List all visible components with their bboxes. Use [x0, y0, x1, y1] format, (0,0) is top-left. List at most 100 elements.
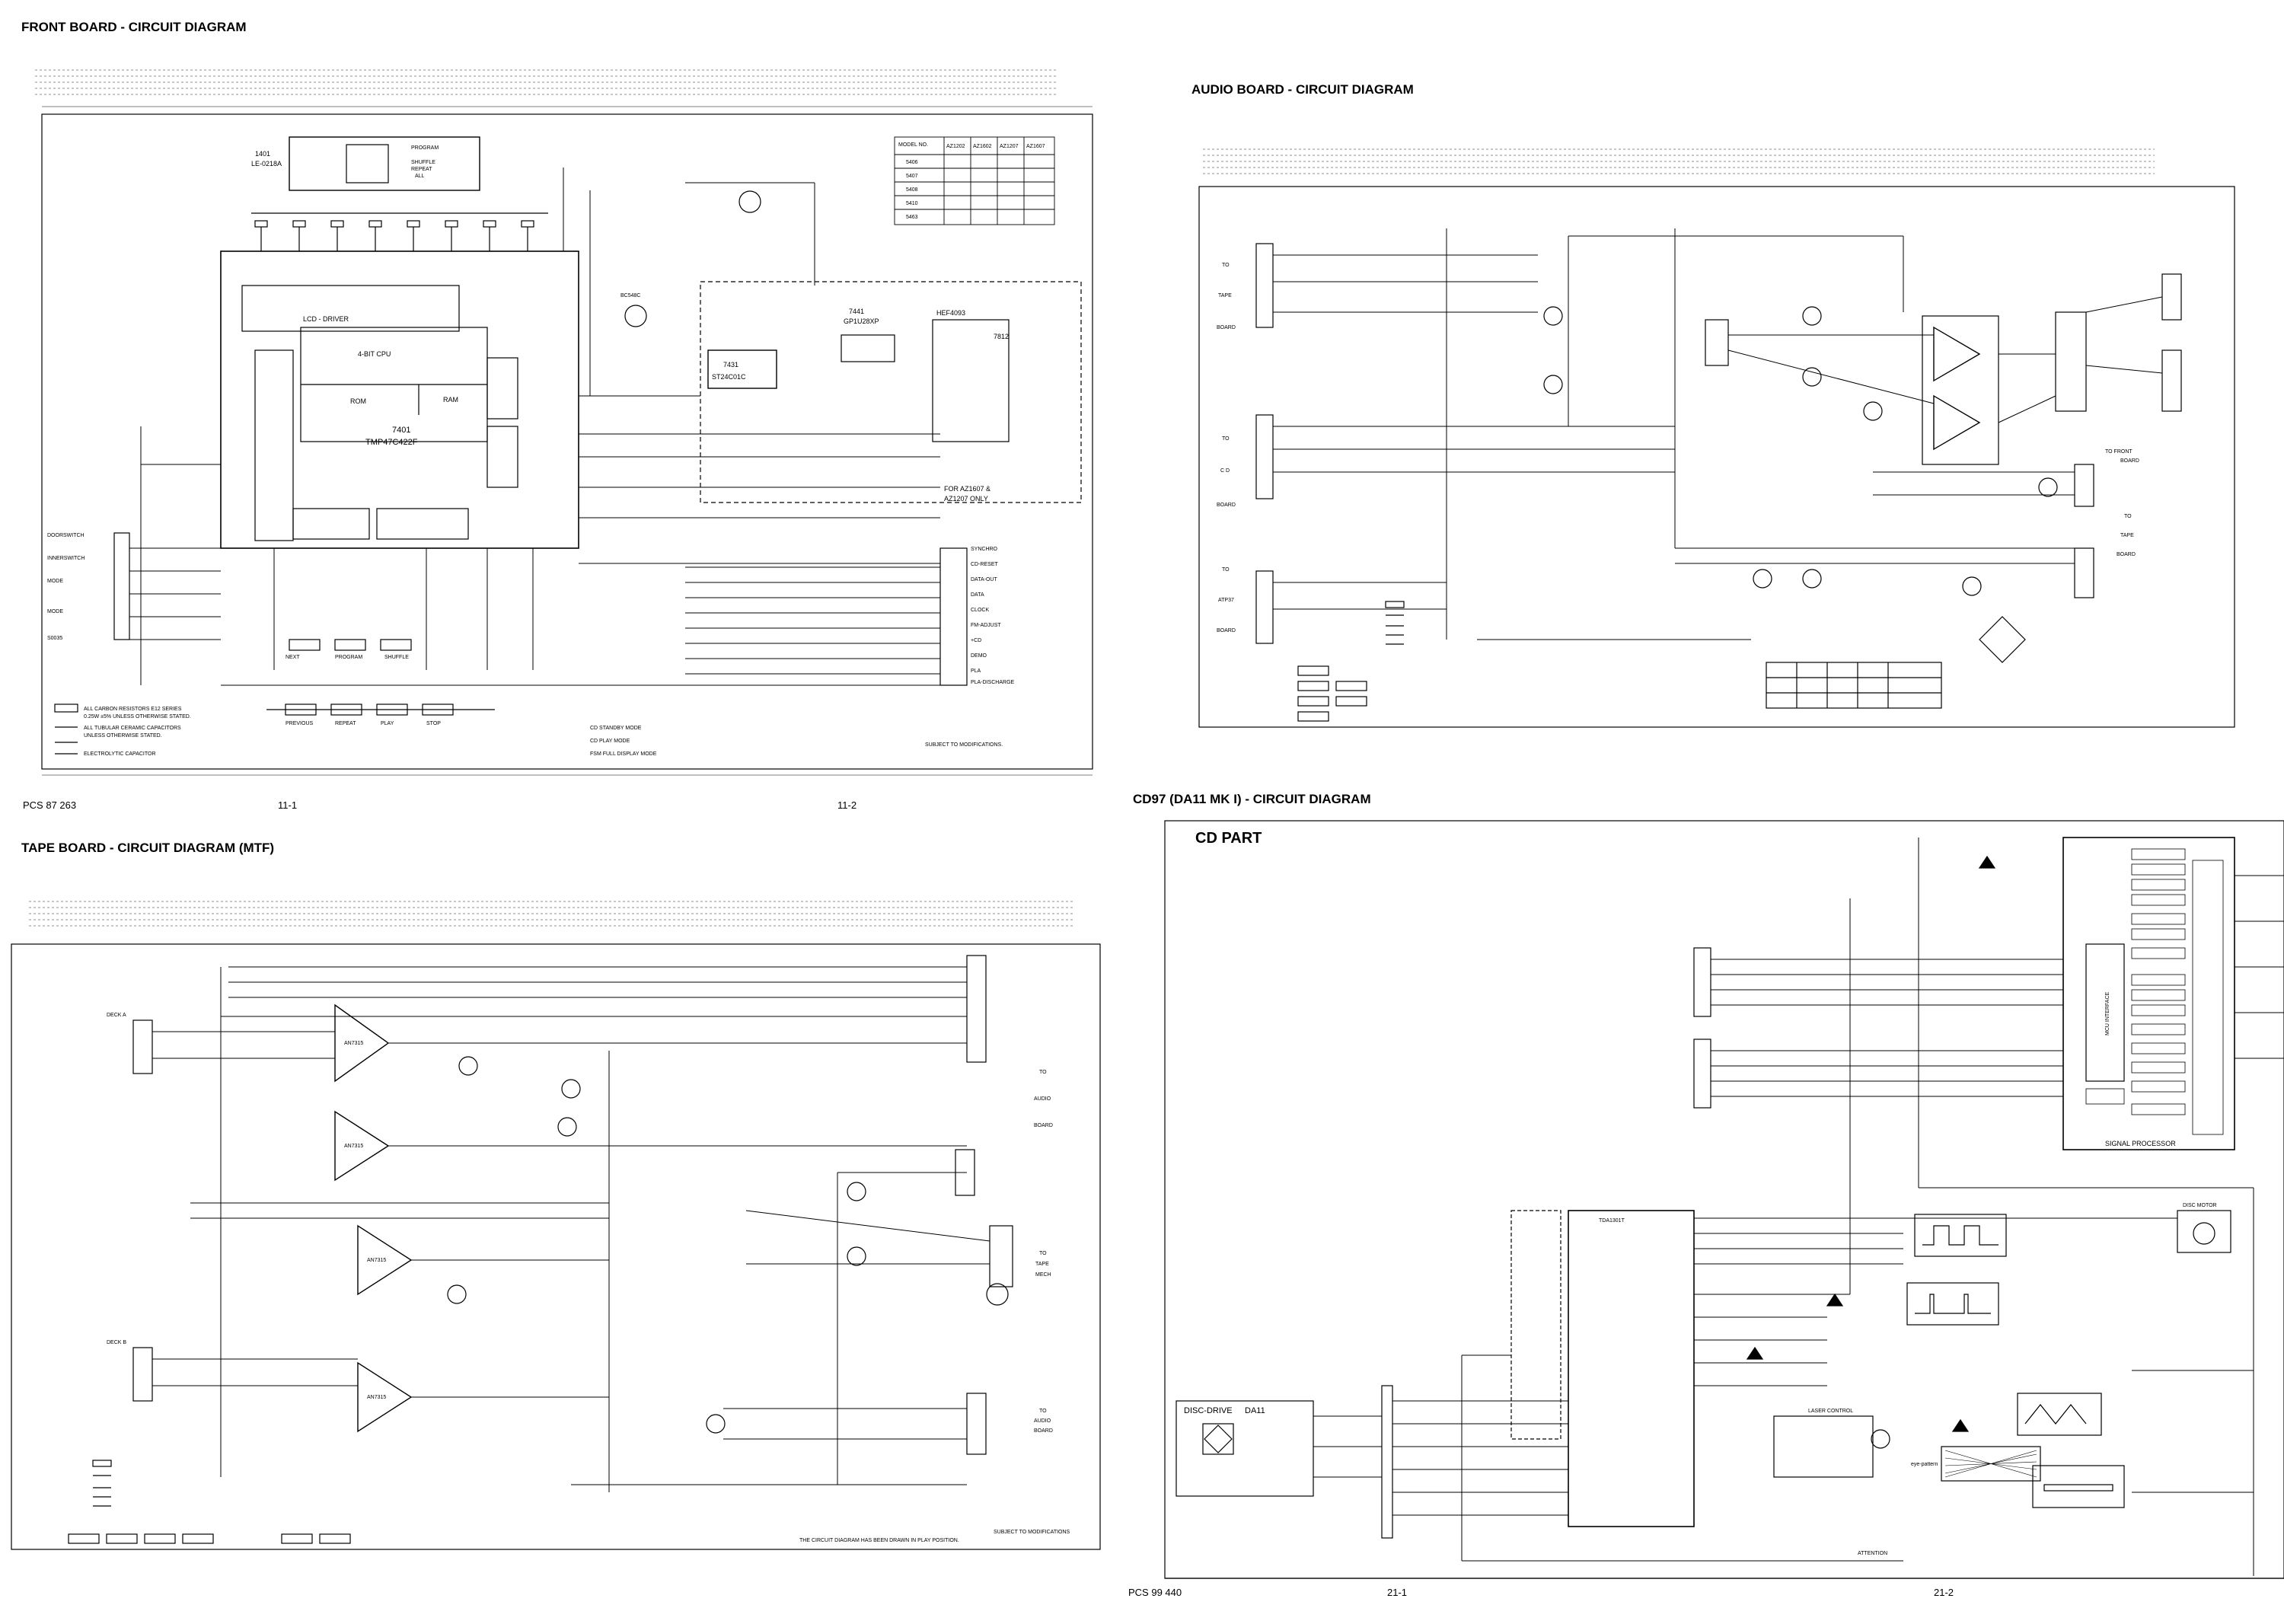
mt-h1: AZ1202: [946, 144, 965, 149]
waveform-box-4: [2032, 1465, 2125, 1508]
waveform-box-3: [2017, 1393, 2102, 1436]
front-note-1: ALL CARBON RESISTORS E12 SERIES: [84, 707, 182, 712]
transistor-7402-label: BC548C: [620, 293, 640, 298]
audio-switch-5522: [1705, 319, 1729, 366]
audio-board-diagram: [1198, 148, 2235, 728]
btn-previous: PREVIOUS: [286, 721, 314, 726]
mt-h4: AZ1607: [1026, 144, 1045, 149]
tape-deck-b: DECK B: [107, 1340, 126, 1345]
front-page-2: 11-2: [837, 799, 857, 811]
attention-label: ATTENTION: [1858, 1551, 1887, 1556]
btn-play: PLAY: [381, 721, 394, 726]
tape-r-to-3: TO: [1039, 1409, 1047, 1414]
cpu-type: TMP47C422F: [365, 438, 418, 447]
tape-mech-connector: [989, 1225, 1013, 1287]
tape-r-to-2: TO: [1039, 1251, 1047, 1256]
tape-ic-3: AN7315: [367, 1258, 386, 1263]
transistor-7402: [624, 305, 647, 327]
audio-left-board-2: BOARD: [1217, 503, 1236, 508]
front-note-4: UNLESS OTHERWISE STATED.: [84, 733, 162, 739]
audio-amp-2: [1933, 394, 1981, 451]
tape-ic-4: AN7315: [367, 1395, 386, 1400]
note-only: AZ1207 ONLY: [944, 495, 988, 503]
mt-r2: 5408: [906, 187, 918, 193]
lcd-driver-block: [241, 285, 460, 332]
audio-frame: [1198, 186, 2235, 728]
display-program: PROGRAM: [411, 145, 439, 151]
audio-left-to-3: TO: [1222, 567, 1230, 573]
cd-drawing-code: PCS 99 440: [1128, 1587, 1182, 1598]
front-top-resistors: [251, 212, 548, 251]
left-doorswitch: DOORSWITCH: [47, 533, 85, 538]
tape-opamp-3: [357, 1224, 413, 1296]
cpu-7401: [220, 250, 579, 549]
tape-deck-a: DECK A: [107, 1013, 126, 1018]
front-note-2: 0.25W ±5% UNLESS OTHERWISE STATED.: [84, 714, 191, 719]
tape-frame: [11, 943, 1101, 1550]
servo-ic-label: TDA1301T: [1599, 1218, 1625, 1224]
eeprom-part: 7431: [723, 361, 738, 369]
eeprom-type: ST24C01C: [712, 373, 746, 381]
conn-fm-adjust: FM-ADJUST: [971, 623, 1001, 628]
eye-pattern-label: eye-pattern: [1911, 1462, 1938, 1467]
rom-label: ROM: [350, 397, 366, 405]
tape-to-audio-connector-2: [966, 1393, 987, 1455]
audio-right-tofront: TO FRONT: [2105, 449, 2132, 455]
model-table: [894, 136, 1055, 225]
bottom-connector-1402: [939, 547, 968, 686]
tape-r-to-1: TO: [1039, 1070, 1047, 1075]
btn-repeat: REPEAT: [335, 721, 356, 726]
laser-control-block: [1773, 1415, 1874, 1478]
cpu-label: 4-BIT CPU: [358, 350, 391, 358]
audio-left-cd: C D: [1220, 468, 1230, 474]
disc-motor-block: [2177, 1210, 2231, 1253]
cd-left-connector-1: [1693, 947, 1711, 1017]
display-all: ALL: [415, 174, 425, 179]
conn-pla-discharge: PLA-DISCHARGE: [971, 680, 1015, 685]
conn-clock: CLOCK: [971, 608, 989, 613]
audio-left-tape: TAPE: [1218, 293, 1232, 298]
mcu-interface-label: MCU INTERFACE: [2105, 992, 2110, 1036]
eye-pattern-box: [1941, 1446, 2041, 1482]
conn-pla: PLA: [971, 668, 981, 674]
tape-r-tape: TAPE: [1035, 1262, 1049, 1267]
front-drawing-code: PCS 87 263: [23, 799, 77, 811]
audio-amp-1: [1933, 326, 1981, 382]
servo-ic-tda1301t: [1568, 1210, 1695, 1527]
lcd-display-1401: [289, 136, 480, 191]
front-page-1: 11-1: [278, 799, 298, 811]
front-button-row: [266, 639, 495, 716]
tape-opamp-1: [334, 1003, 390, 1083]
left-mode-1: MODE: [47, 579, 63, 584]
tape-note: THE CIRCUIT DIAGRAM HAS BEEN DRAWN IN PL…: [799, 1538, 959, 1543]
left-connector-1455: [113, 532, 130, 640]
tape-to-audio-connector: [966, 955, 987, 1063]
front-subject: SUBJECT TO MODIFICATIONS.: [925, 742, 1003, 748]
left-s0035: S0035: [47, 636, 62, 641]
cd97-title: CD97 (DA11 MK I) - CIRCUIT DIAGRAM: [1133, 792, 1371, 806]
conn-data: DATA: [971, 592, 984, 598]
front-parts-index: [35, 69, 1058, 95]
note-for: FOR AZ1607 &: [944, 485, 990, 493]
cpu-part: 7401: [392, 426, 410, 435]
display-shuffle: SHUFFLE: [411, 160, 435, 165]
mcu-interface-block: [2085, 943, 2125, 1082]
cd-page-1: 21-1: [1387, 1587, 1408, 1598]
audio-output-connector: [2055, 311, 2087, 412]
waveform-box-1: [1914, 1214, 2007, 1257]
audio-to-tape-connector: [1255, 243, 1274, 328]
btn-shuffle: SHUFFLE: [384, 655, 409, 660]
front-mode-1: CD STANDBY MODE: [590, 726, 642, 731]
audio-right-to: TO: [2124, 514, 2132, 519]
eeprom-7431: [707, 349, 777, 389]
mt-r3: 5410: [906, 201, 918, 206]
audio-right-board-2: BOARD: [2117, 552, 2136, 557]
front-note-3: ALL TUBULAR CERAMIC CAPACITORS: [84, 726, 181, 731]
ir-part: 7441: [849, 308, 864, 315]
tape-ic-2: AN7315: [344, 1144, 363, 1149]
left-innerswitch: INNERSWITCH: [47, 556, 85, 561]
front-board-title: FRONT BOARD - CIRCUIT DIAGRAM: [21, 20, 247, 34]
audio-left-atp37: ATP37: [1218, 598, 1234, 603]
left-mode-2: MODE: [47, 609, 63, 614]
